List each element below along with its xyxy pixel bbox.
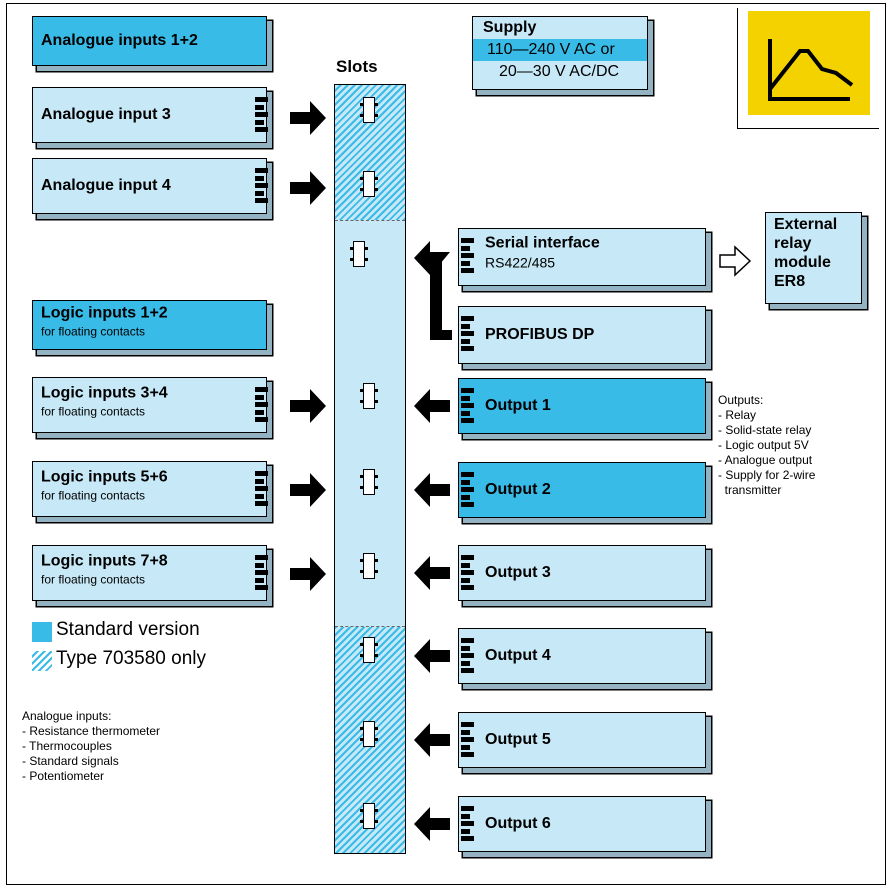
module-analogue-inputs-1-2: Analogue inputs 1+2 bbox=[32, 16, 267, 66]
slot-connector bbox=[360, 97, 378, 123]
module-label: PROFIBUS DP bbox=[485, 326, 595, 343]
external-relay-line: ER8 bbox=[774, 273, 806, 290]
connector-icon bbox=[461, 555, 474, 591]
module-label: Analogue inputs 1+2 bbox=[41, 32, 198, 49]
module-output-4: Output 4 bbox=[458, 628, 706, 684]
analogue-inputs-note: Analogue inputs: - Resistance thermomete… bbox=[22, 709, 161, 783]
module-label: Output 6 bbox=[485, 815, 551, 832]
module-output-5: Output 5 bbox=[458, 712, 706, 768]
slot-connector bbox=[360, 383, 378, 409]
diagram-frame bbox=[6, 3, 886, 885]
module-profibus-dp: PROFIBUS DP bbox=[458, 306, 706, 364]
module-label: Output 5 bbox=[485, 731, 551, 748]
arrow-icon bbox=[414, 389, 450, 841]
module-label: Output 1 bbox=[485, 397, 551, 414]
external-relay-line: module bbox=[774, 254, 831, 271]
slot-connector bbox=[350, 241, 368, 267]
module-output-3: Output 3 bbox=[458, 545, 706, 601]
module-analogue-input-4: Analogue input 4 bbox=[32, 158, 268, 214]
slot-connector bbox=[360, 469, 378, 495]
hollow-arrow-icon bbox=[719, 245, 752, 277]
slots-label: Slots bbox=[336, 57, 378, 76]
slot-connector bbox=[360, 721, 378, 747]
module-label: Analogue input 4 bbox=[41, 177, 171, 194]
connector-icon bbox=[255, 471, 268, 507]
bus-bracket-icon bbox=[414, 241, 452, 340]
connector-icon bbox=[255, 97, 268, 133]
external-relay-line: External bbox=[774, 216, 838, 233]
logo-panel bbox=[737, 8, 879, 129]
slot-connector bbox=[360, 637, 378, 663]
connector-icon bbox=[255, 168, 268, 204]
module-output-6: Output 6 bbox=[458, 796, 706, 852]
module-label: Output 2 bbox=[485, 481, 551, 498]
connector-icon bbox=[255, 555, 268, 591]
slot-connector bbox=[360, 553, 378, 579]
supply-acdc-range: 20—30 V AC/DC bbox=[499, 63, 620, 80]
connector-icon bbox=[461, 388, 474, 424]
connector-icon bbox=[461, 722, 474, 758]
legend-standard-swatch bbox=[32, 622, 52, 642]
module-label: Output 3 bbox=[485, 564, 551, 581]
arrow-icon bbox=[290, 101, 326, 591]
module-analogue-input-3: Analogue input 3 bbox=[32, 87, 268, 143]
legend-type-label: Type 703580 only bbox=[56, 648, 207, 669]
module-output-1: Output 1 bbox=[458, 378, 706, 434]
module-output-2: Output 2 bbox=[458, 462, 706, 518]
slot-connector bbox=[360, 803, 378, 829]
supply-ac-range: 110—240 V AC or bbox=[473, 39, 647, 61]
slot-connector bbox=[360, 171, 378, 197]
connector-icon bbox=[461, 238, 474, 274]
supply-title: Supply bbox=[483, 19, 537, 36]
slot-bar bbox=[334, 84, 406, 854]
module-label: Output 4 bbox=[485, 647, 551, 664]
outputs-note: Outputs: - Relay - Solid-state relay - L… bbox=[718, 393, 816, 497]
module-label: Analogue input 3 bbox=[41, 106, 171, 123]
logo-icon bbox=[748, 11, 870, 115]
supply-box: Supply 110—240 V AC or 20—30 V AC/DC bbox=[472, 16, 648, 90]
connector-icon bbox=[461, 806, 474, 842]
external-relay-line: relay bbox=[774, 235, 812, 252]
connector-icon bbox=[255, 387, 268, 423]
connector-icon bbox=[461, 638, 474, 674]
connector-icon bbox=[461, 316, 474, 352]
external-relay-module: External relay module ER8 bbox=[765, 212, 862, 304]
legend-type-swatch bbox=[32, 651, 52, 671]
legend-standard-label: Standard version bbox=[56, 619, 200, 640]
connector-icon bbox=[461, 472, 474, 508]
